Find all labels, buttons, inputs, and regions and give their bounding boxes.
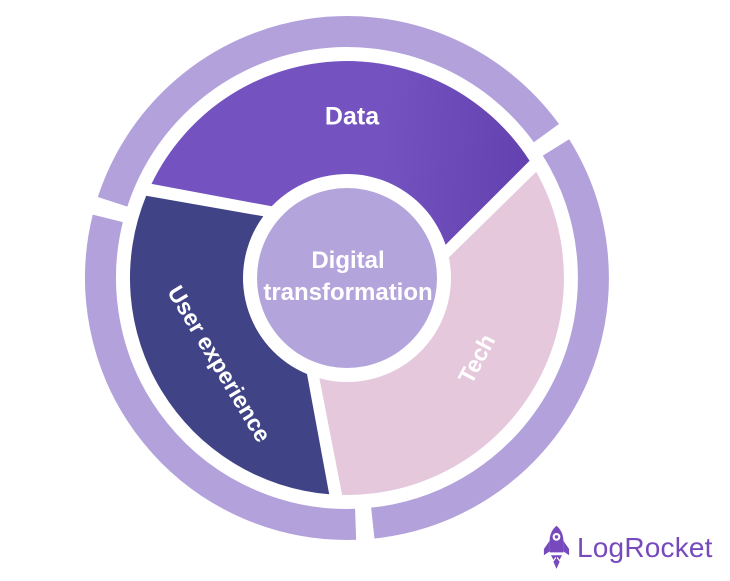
- segment-data: [151, 61, 530, 245]
- center-circle: [257, 188, 437, 368]
- logrocket-logo: LogRocket: [541, 522, 713, 574]
- segment-label-data: Data: [324, 102, 380, 131]
- outer-ring-arc-top: [97, 16, 559, 207]
- segment-user-experience: [129, 195, 330, 495]
- rocket-icon: [543, 525, 570, 569]
- outer-ring-arc-right: [371, 139, 609, 539]
- logo-text: LogRocket: [577, 532, 713, 563]
- center-label-line1: Digital: [311, 247, 385, 274]
- center-label-line2: transformation: [263, 279, 433, 306]
- segment-tech: [319, 171, 564, 495]
- center-label: Digital transformation: [263, 245, 432, 309]
- outer-ring-arc-bottom-left: [85, 214, 357, 540]
